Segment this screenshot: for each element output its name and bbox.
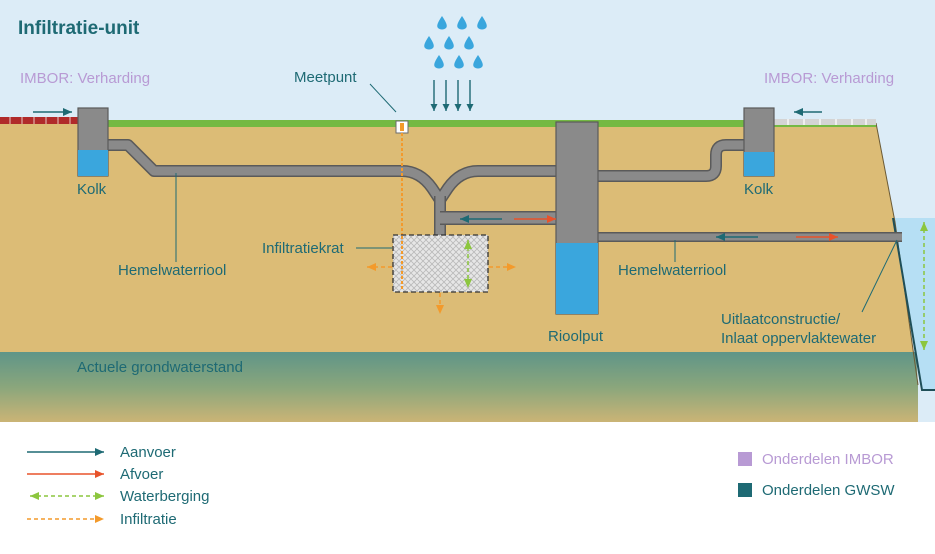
uitlaat-label-line2: Inlaat oppervlaktewater [721,330,876,347]
legend-aanvoer-text: Aanvoer [120,444,176,461]
meetpunt-leader [369,83,397,113]
hemelwaterriool-label-right: Hemelwaterriool [618,262,726,279]
infiltration-arrows [367,263,516,314]
rain-arrows [430,80,474,111]
rioolput [555,121,599,315]
legend: Aanvoer Afvoer Waterberging Infiltratie … [27,444,895,528]
kolk-left [77,107,109,177]
imbor-label-left: IMBOR: Verharding [20,70,150,87]
legend-gwsw-swatch-icon [738,483,752,497]
paving-left [0,117,78,124]
legend-infiltratie-text: Infiltratie [120,511,177,528]
uitlaat-label-line1: Uitlaatconstructie/ [721,311,841,328]
grass-strip [108,120,876,127]
legend-gwsw-text: Onderdelen GWSW [762,482,895,499]
legend-waterberging-text: Waterberging [120,488,210,505]
bank-slope [875,122,919,386]
flow-arrows [33,108,838,241]
legend-imbor-text: Onderdelen IMBOR [762,451,894,468]
infiltratiekrat [392,234,489,293]
infiltratiekrat-label: Infiltratiekrat [262,240,345,257]
legend-imbor-swatch-icon [738,452,752,466]
legend-afvoer-text: Afvoer [120,466,163,483]
paving-right [774,119,876,125]
meetpunt-label: Meetpunt [294,69,357,86]
label-leaders [175,173,898,313]
kolk-right [743,107,775,177]
groundwater-zone [0,352,918,422]
kolk-label-left: Kolk [77,181,107,198]
diagram-title: Infiltratie-unit [18,18,140,39]
rioolput-label: Rioolput [548,328,604,345]
rain-drops-icon [424,16,487,69]
imbor-label-right: IMBOR: Verharding [764,70,894,87]
hemelwaterriool-label-left: Hemelwaterriool [118,262,226,279]
kolk-label-right: Kolk [744,181,774,198]
pipe-network [106,139,902,242]
grondwaterstand-label: Actuele grondwaterstand [77,359,243,376]
water-edge [892,217,935,391]
